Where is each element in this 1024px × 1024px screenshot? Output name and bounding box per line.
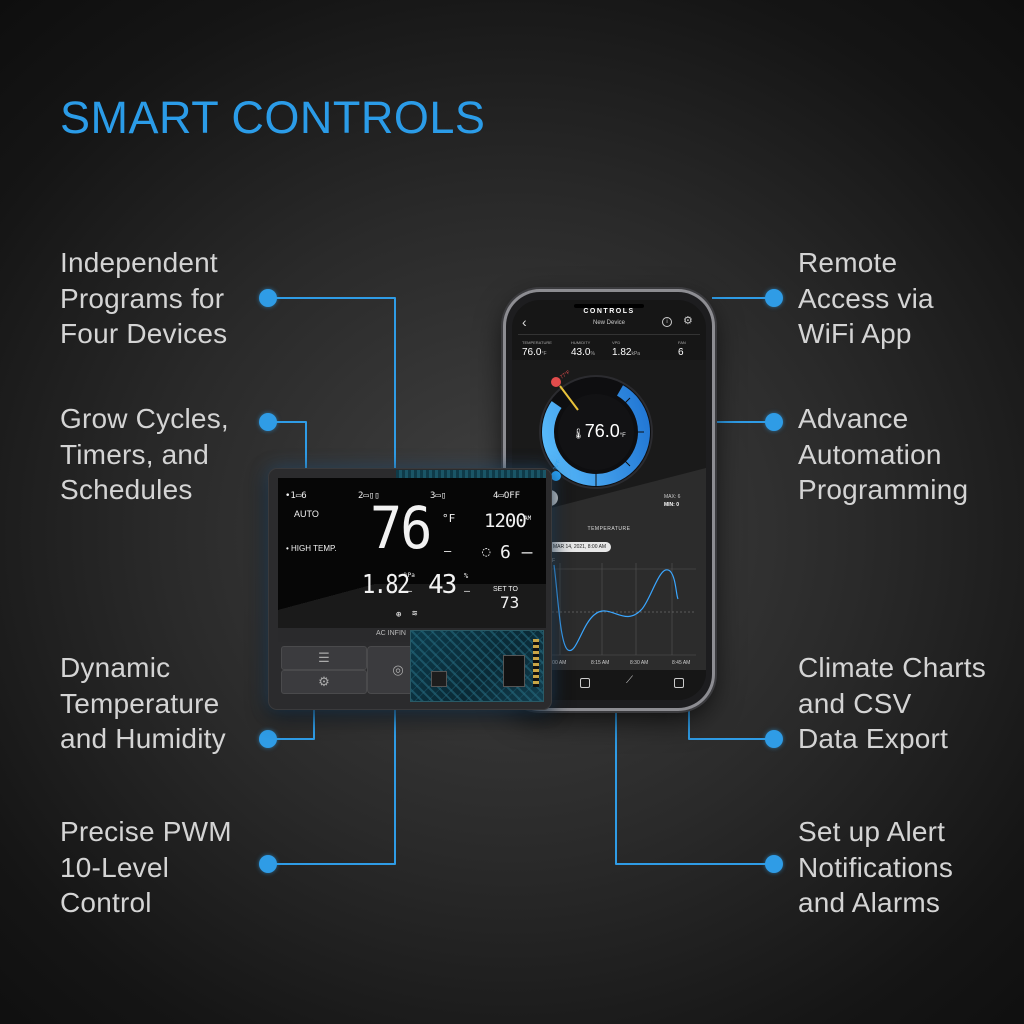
- ampm-label: AM: [524, 515, 532, 522]
- circuit-board-image: [410, 630, 544, 702]
- phone-notch: [574, 304, 644, 308]
- connector-line-pwm: [268, 708, 396, 865]
- mode-label: AUTO: [294, 509, 319, 519]
- bullet-dot-dynamic: [259, 730, 277, 748]
- brand-label: AC INFIN: [376, 630, 406, 637]
- settings-button[interactable]: ⚙: [281, 670, 367, 694]
- power-icon: ◎: [392, 662, 404, 677]
- pcb-top-strip: [396, 470, 546, 478]
- port-1-indicator: •1▭6: [285, 491, 307, 501]
- pcb-header-pins: [533, 639, 539, 687]
- max-label: MAX: 6: [664, 494, 681, 500]
- temperature-dash: –: [444, 544, 452, 558]
- min-label: MIN: 0: [664, 502, 679, 508]
- fan-level-readout: 6 –: [500, 542, 533, 563]
- back-icon[interactable]: ‹: [522, 314, 527, 330]
- chart-section-title: TEMPERATURE: [587, 526, 631, 532]
- chart-time-label-2: 8:30 AM: [630, 660, 649, 666]
- humidity-dash: –: [464, 586, 471, 597]
- wifi-icon: ≋: [412, 609, 418, 619]
- port-3-indicator: 3▭▯: [430, 491, 447, 501]
- stat-humidity-value: 43.0%: [571, 347, 595, 358]
- stat-temperature-label: TEMPERATURE: [522, 340, 552, 345]
- menu-icon: ☰: [318, 650, 330, 665]
- set-to-label: SET TO: [493, 586, 518, 593]
- connector-line-alerts: [615, 703, 774, 865]
- info-icon[interactable]: i: [662, 317, 672, 327]
- high-temp-alert: • HIGH TEMP.: [286, 544, 337, 553]
- bullet-dot-remote: [765, 289, 783, 307]
- bullet-dot-alerts: [765, 855, 783, 873]
- device-name: New Device: [592, 320, 625, 326]
- port-2-indicator: 2▭▯▯: [358, 491, 380, 501]
- menu-button[interactable]: ☰: [281, 646, 367, 670]
- bullet-dot-automation: [765, 413, 783, 431]
- thermometer-icon: 🌡︎: [572, 429, 585, 440]
- connector-line-grow-cycles: [268, 421, 307, 472]
- time-readout: 1200: [484, 510, 527, 532]
- chart-time-label-1: 8:15 AM: [591, 660, 610, 666]
- page-title: SMART CONTROLS: [60, 92, 486, 143]
- connector-line-programs: [268, 297, 396, 472]
- vpd-dash: –: [406, 586, 413, 597]
- gear-icon[interactable]: ⚙: [683, 315, 693, 327]
- bullet-dot-pwm: [259, 855, 277, 873]
- chart-axis-unit: °F: [550, 558, 556, 564]
- chart-date-pill[interactable]: MAR 14, 2021, 8:00 AM: [548, 542, 612, 552]
- fan-icon: ◌: [482, 544, 491, 560]
- vpd-readout: 1.82: [362, 570, 410, 600]
- connector-line-dynamic: [268, 708, 315, 740]
- bullet-dot-charts: [765, 730, 783, 748]
- big-temperature-readout: 76: [370, 494, 432, 562]
- temperature-unit: °F: [442, 512, 456, 525]
- gauge-temperature-readout: 🌡︎76.0°F: [572, 421, 626, 441]
- header-divider: [518, 334, 700, 335]
- pcb-chip-small: [431, 671, 447, 687]
- stat-humidity-label: HUMIDITY: [571, 340, 591, 345]
- target-icon: ⊕: [396, 610, 402, 620]
- temperature-line-chart: [552, 563, 696, 656]
- port-4-indicator: 4▭OFF: [493, 491, 521, 501]
- chart-icon[interactable]: ⟋: [626, 675, 633, 686]
- stat-vpd-label: VPD: [612, 340, 621, 345]
- gauge-background: [512, 360, 706, 520]
- humidity-readout: 43: [428, 570, 457, 600]
- humidity-unit: %: [464, 572, 469, 580]
- stat-temperature-value: 76.0°F: [522, 347, 547, 358]
- set-to-value: 73: [500, 593, 520, 612]
- vpd-unit: kPa: [404, 572, 415, 579]
- connector-line-charts: [688, 703, 774, 740]
- controller-screen: •1▭6 2▭▯▯ 3▭▯ 4▭OFF AUTO 76 °F – 1200 AM…: [278, 478, 546, 642]
- stat-fan-label: FAN: [678, 340, 686, 345]
- chart-time-label-0: 8:00 AM: [548, 660, 567, 666]
- bullet-dot-programs: [259, 289, 277, 307]
- home-icon[interactable]: [580, 678, 590, 688]
- bullet-dot-grow-cycles: [259, 413, 277, 431]
- gear-icon: ⚙: [318, 674, 330, 689]
- chart-time-label-3: 8:45 AM: [672, 660, 691, 666]
- stat-fan-value: 6: [678, 347, 684, 358]
- stat-vpd-value: 1.82kPa: [612, 347, 641, 358]
- app-header-title: CONTROLS: [583, 308, 635, 315]
- pcb-chip: [503, 655, 525, 687]
- list-icon[interactable]: [674, 678, 684, 688]
